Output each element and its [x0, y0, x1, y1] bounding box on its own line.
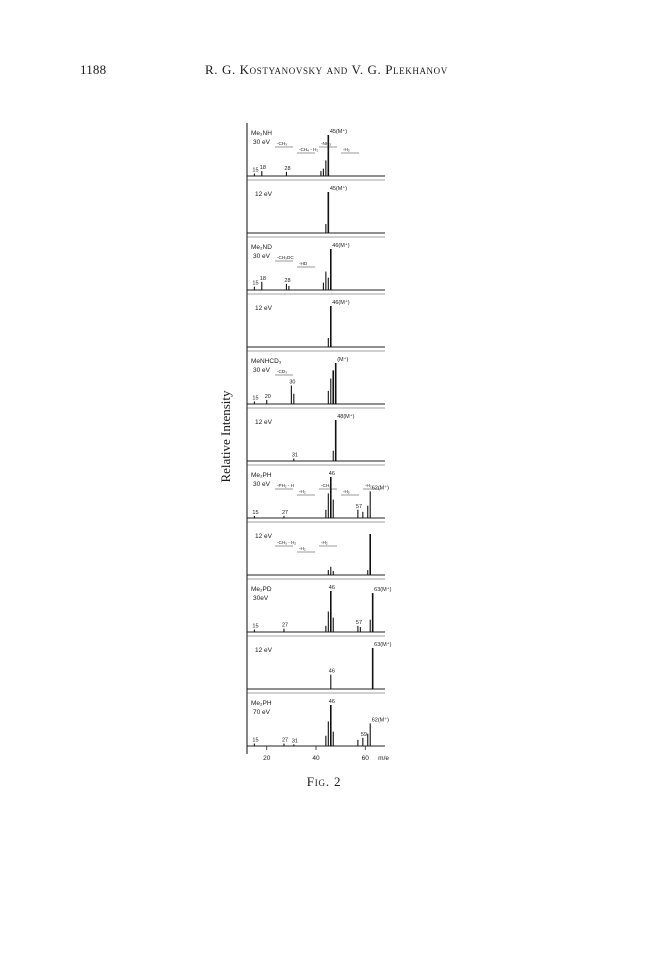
peak-label: 46: [329, 669, 335, 675]
panel-energy: 12 eV: [255, 533, 273, 540]
panel-energy: 30 eV: [253, 481, 271, 488]
fragment-annotation: -CD₃: [277, 369, 287, 374]
figure-caption: Fig. 2: [306, 774, 342, 789]
peak-label: 27: [282, 623, 288, 629]
peak-label: 15: [252, 168, 258, 174]
x-axis-label: m/e: [378, 755, 389, 762]
peak-label: 63(M⁺): [374, 641, 391, 648]
fragment-annotation: -HD: [299, 261, 308, 266]
panel-energy: 30 eV: [253, 367, 271, 374]
peak-label: 46: [329, 471, 335, 477]
peak-label: 27: [282, 738, 288, 744]
panel-energy: 12 eV: [255, 419, 273, 426]
peak-label: 63(M⁺): [374, 586, 391, 593]
peak-label: 15: [252, 738, 258, 744]
peak-label: 46: [329, 699, 335, 705]
panel-compound: MeNHCD₃: [251, 358, 282, 365]
peak-label: 57: [356, 620, 362, 626]
fragment-annotation: -H₂: [299, 489, 306, 494]
panel-compound: Me₂ND: [251, 244, 272, 251]
panel-energy: 30 eV: [253, 139, 271, 146]
peak-label: 45(M⁺): [330, 128, 347, 135]
peak-label: 27: [282, 510, 288, 516]
peak-label: 46(M⁺): [332, 299, 349, 306]
fragment-annotation: -PH₂ - H: [277, 483, 294, 488]
peak-label: 62(M⁺): [372, 484, 389, 491]
peak-label: 46: [329, 585, 335, 591]
peak-label: 30: [289, 380, 295, 386]
panel-compound: Me₂PH: [251, 700, 272, 707]
fragment-annotation: -CH₃: [321, 483, 331, 488]
peak-label: 57: [356, 504, 362, 510]
panel-compound: Me₂PD: [251, 586, 272, 593]
fragment-annotation: -CH₃ - H₂: [277, 540, 296, 545]
fragment-annotation: -CH₃DC: [277, 255, 294, 260]
peak-label: 48(M⁺): [337, 413, 354, 420]
peak-label: 18: [260, 165, 266, 171]
panel-energy: 12 eV: [255, 305, 273, 312]
peak-label: 46(M⁺): [332, 242, 349, 249]
fragment-annotation: -H₂: [365, 483, 372, 488]
x-tick-label: 20: [263, 755, 271, 762]
peak-label: 28: [284, 166, 290, 172]
panel-energy: 70 eV: [253, 709, 271, 716]
peak-label: (M⁺): [337, 356, 348, 363]
panel-energy: 30 eV: [253, 253, 271, 260]
peak-label: 20: [265, 394, 271, 400]
page-number: 1188: [80, 62, 107, 77]
peak-label: 15: [252, 396, 258, 402]
peak-label: 15: [252, 510, 258, 516]
peak-label: 18: [260, 276, 266, 282]
fragment-annotation: -CH₃: [277, 141, 287, 146]
fragment-annotation: -H₂: [321, 540, 328, 545]
panel-compound: Me₂NH: [251, 130, 272, 137]
fragment-annotation: -NH₃: [321, 141, 331, 146]
x-tick-label: 40: [312, 755, 320, 762]
panel-energy: 12 eV: [255, 647, 273, 654]
peak-label: 15: [252, 281, 258, 287]
fragment-annotation: -H₂: [299, 546, 306, 551]
peak-label: 62(M⁺): [372, 716, 389, 723]
panel-compound: Me₂PH: [251, 472, 272, 479]
panel-energy: 30eV: [253, 595, 269, 602]
x-tick-label: 60: [362, 755, 370, 762]
fragment-annotation: -H₂: [343, 147, 350, 152]
running-head: R. G. Kostyanovsky and V. G. Plekhanov: [205, 62, 448, 77]
peak-label: 31: [292, 453, 298, 459]
peak-label: 15: [252, 624, 258, 630]
peak-label: 31: [292, 738, 298, 744]
fragment-annotation: -CH₄ - H₂: [299, 147, 318, 152]
peak-label: 45(M⁺): [330, 185, 347, 192]
peak-label: 59: [361, 732, 367, 738]
panel-energy: 12 eV: [255, 191, 273, 198]
y-axis-label: Relative Intensity: [220, 390, 233, 483]
fragment-annotation: -H₂: [343, 489, 350, 494]
peak-label: 28: [284, 278, 290, 284]
